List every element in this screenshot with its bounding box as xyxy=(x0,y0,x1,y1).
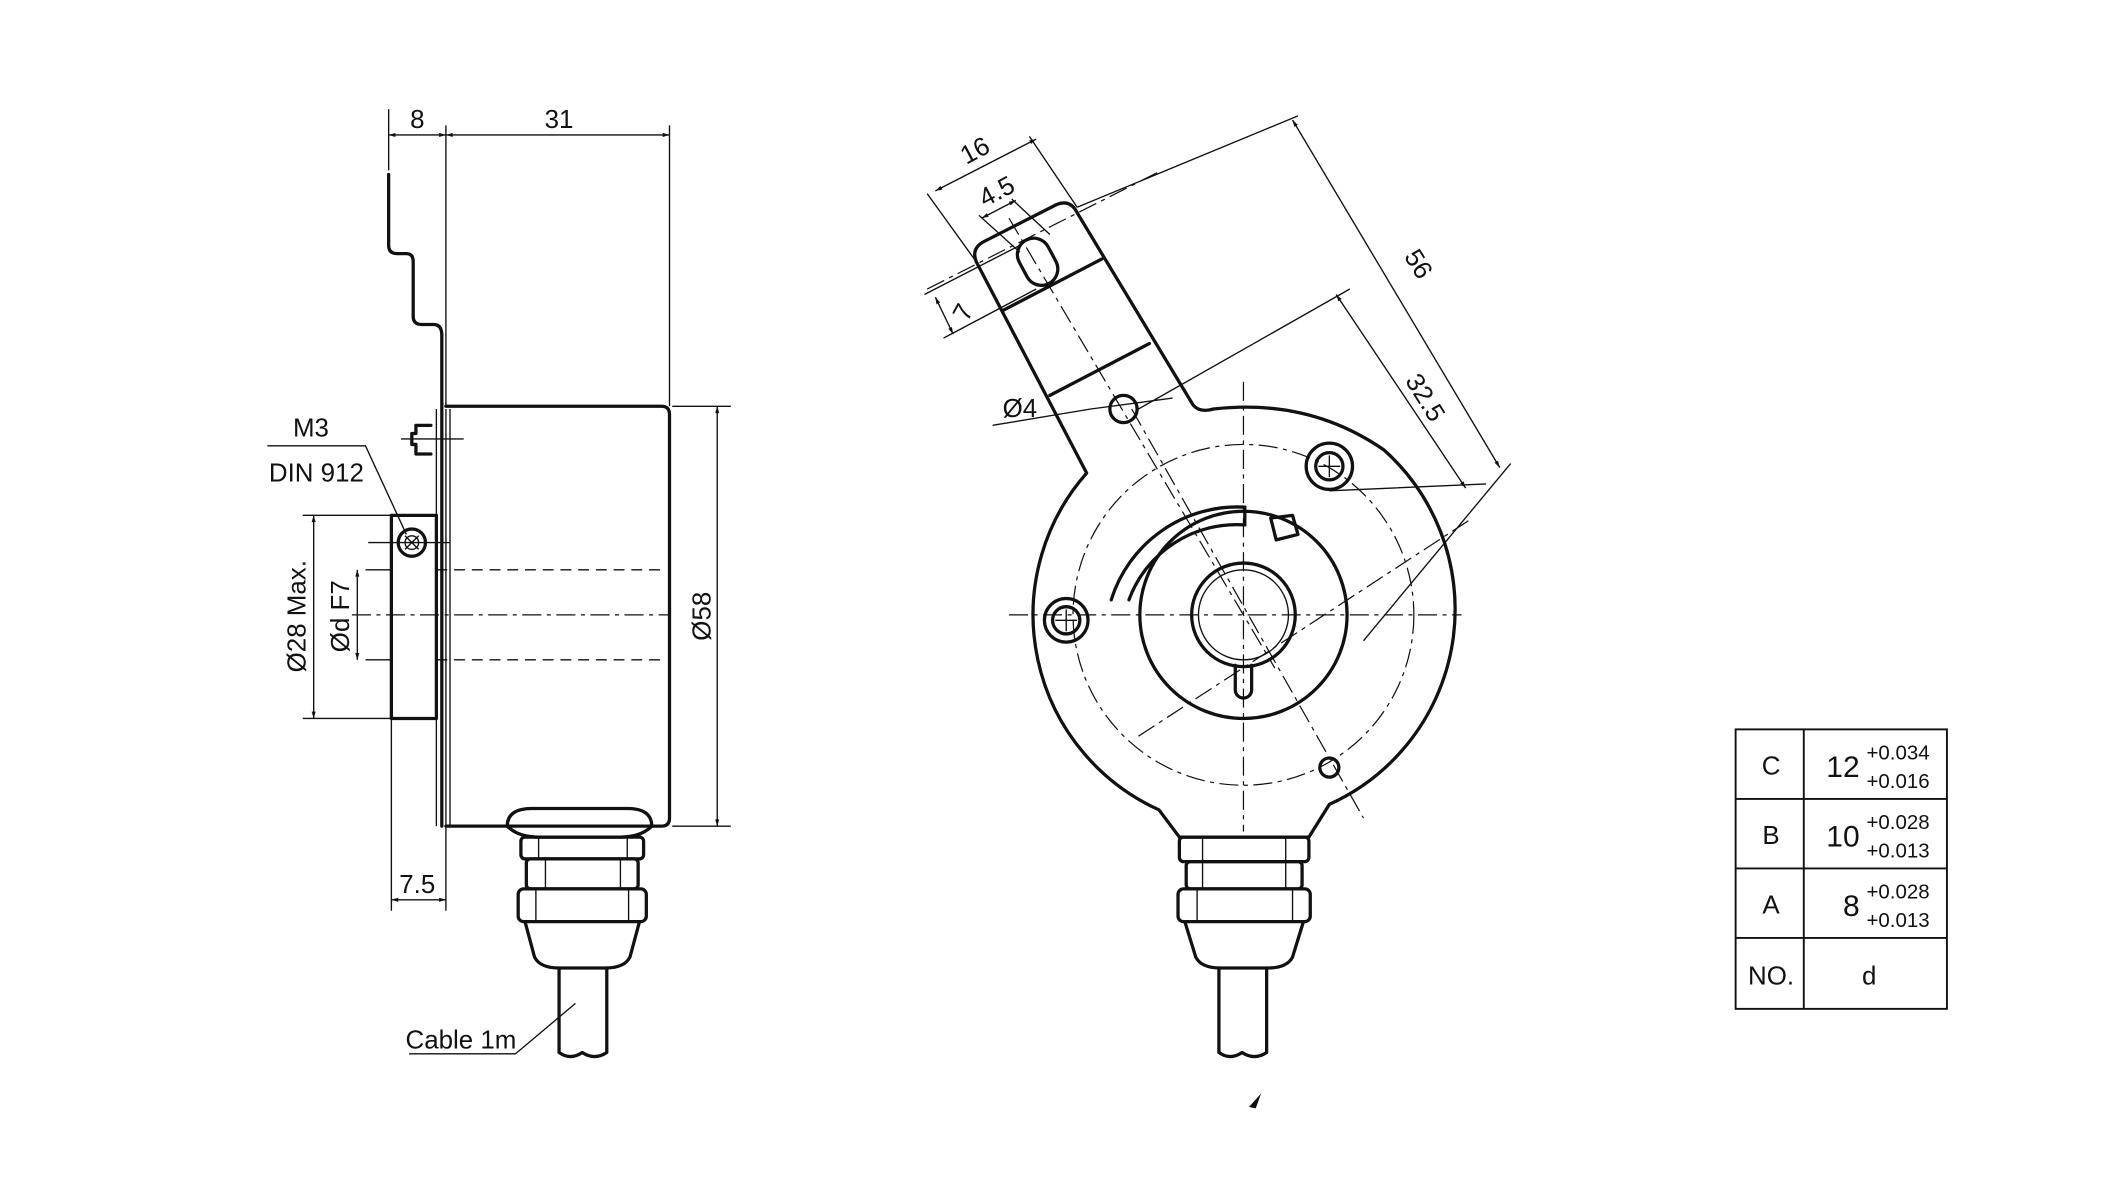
dim-56: 56 xyxy=(1398,245,1437,284)
mounting-hole xyxy=(1318,756,1341,779)
table-cell-lower: +0.013 xyxy=(1866,840,1929,863)
dim-4-5: 4.5 xyxy=(975,171,1020,213)
cable-label: Cable 1m xyxy=(406,1026,517,1054)
dim-hole-dia-4: Ø4 xyxy=(1003,395,1038,423)
cable xyxy=(557,966,609,1059)
table-cell-no: B xyxy=(1762,822,1779,850)
table-cell-no: A xyxy=(1762,891,1780,919)
clamp-screw xyxy=(368,527,451,558)
dim-8: 8 xyxy=(410,106,424,134)
mounting-slot xyxy=(1015,236,1060,287)
dim-dia-28-max: Ø28 Max. xyxy=(283,560,311,672)
table-cell-lower: +0.016 xyxy=(1866,770,1929,793)
screw-label-m3: M3 xyxy=(293,414,329,442)
fixing-screw xyxy=(400,423,464,456)
table-header-no: NO. xyxy=(1748,962,1794,990)
table-cell-upper: +0.028 xyxy=(1866,880,1929,903)
dim-16: 16 xyxy=(956,132,995,170)
table-row: B 10 +0.028 +0.013 xyxy=(1762,811,1929,863)
mounting-screw xyxy=(1042,596,1090,644)
front-view: Ø4 xyxy=(924,115,1512,1109)
mounting-bracket xyxy=(387,172,444,828)
arm-bend-lines xyxy=(1000,257,1152,397)
table-row: A 8 +0.028 +0.013 xyxy=(1762,880,1929,932)
mounting-screw xyxy=(1304,441,1355,492)
side-view: 8 31 Ø58 Ø28 Max. Ød F7 7.5 M3 DIN 912 xyxy=(267,106,731,1059)
cable xyxy=(1217,966,1269,1059)
table-cell-upper: +0.034 xyxy=(1866,741,1929,764)
bore-tolerance-table: C 12 +0.034 +0.016 B 10 +0.028 +0.013 A … xyxy=(1734,728,1948,1010)
dim-32-5: 32.5 xyxy=(1400,369,1450,427)
dim-7-5: 7.5 xyxy=(399,871,435,899)
table-cell-no: C xyxy=(1762,752,1781,780)
clamp-collar xyxy=(389,513,439,721)
dim-7: 7 xyxy=(948,300,979,326)
torque-arm xyxy=(973,201,1457,839)
bore-hidden-lines xyxy=(436,569,663,661)
table-cell-nominal: 8 xyxy=(1843,890,1860,923)
table-cell-lower: +0.013 xyxy=(1866,909,1929,932)
table-header-row: NO. d xyxy=(1748,962,1876,990)
cable-gland xyxy=(1176,835,1312,970)
dim-dia-58: Ø58 xyxy=(688,592,716,641)
dim-31: 31 xyxy=(545,106,574,134)
dim-bore-d-f7: Ød F7 xyxy=(327,580,355,652)
table-row: C 12 +0.034 +0.016 xyxy=(1762,741,1930,793)
screw-label-din912: DIN 912 xyxy=(269,459,364,487)
table-cell-nominal: 12 xyxy=(1826,751,1859,784)
hole-dia-4 xyxy=(1108,393,1139,425)
table-cell-upper: +0.028 xyxy=(1866,811,1929,834)
table-header-d: d xyxy=(1862,962,1876,990)
encoder-body xyxy=(444,404,672,828)
cable-gland xyxy=(505,806,654,970)
table-cell-nominal: 10 xyxy=(1826,821,1859,854)
